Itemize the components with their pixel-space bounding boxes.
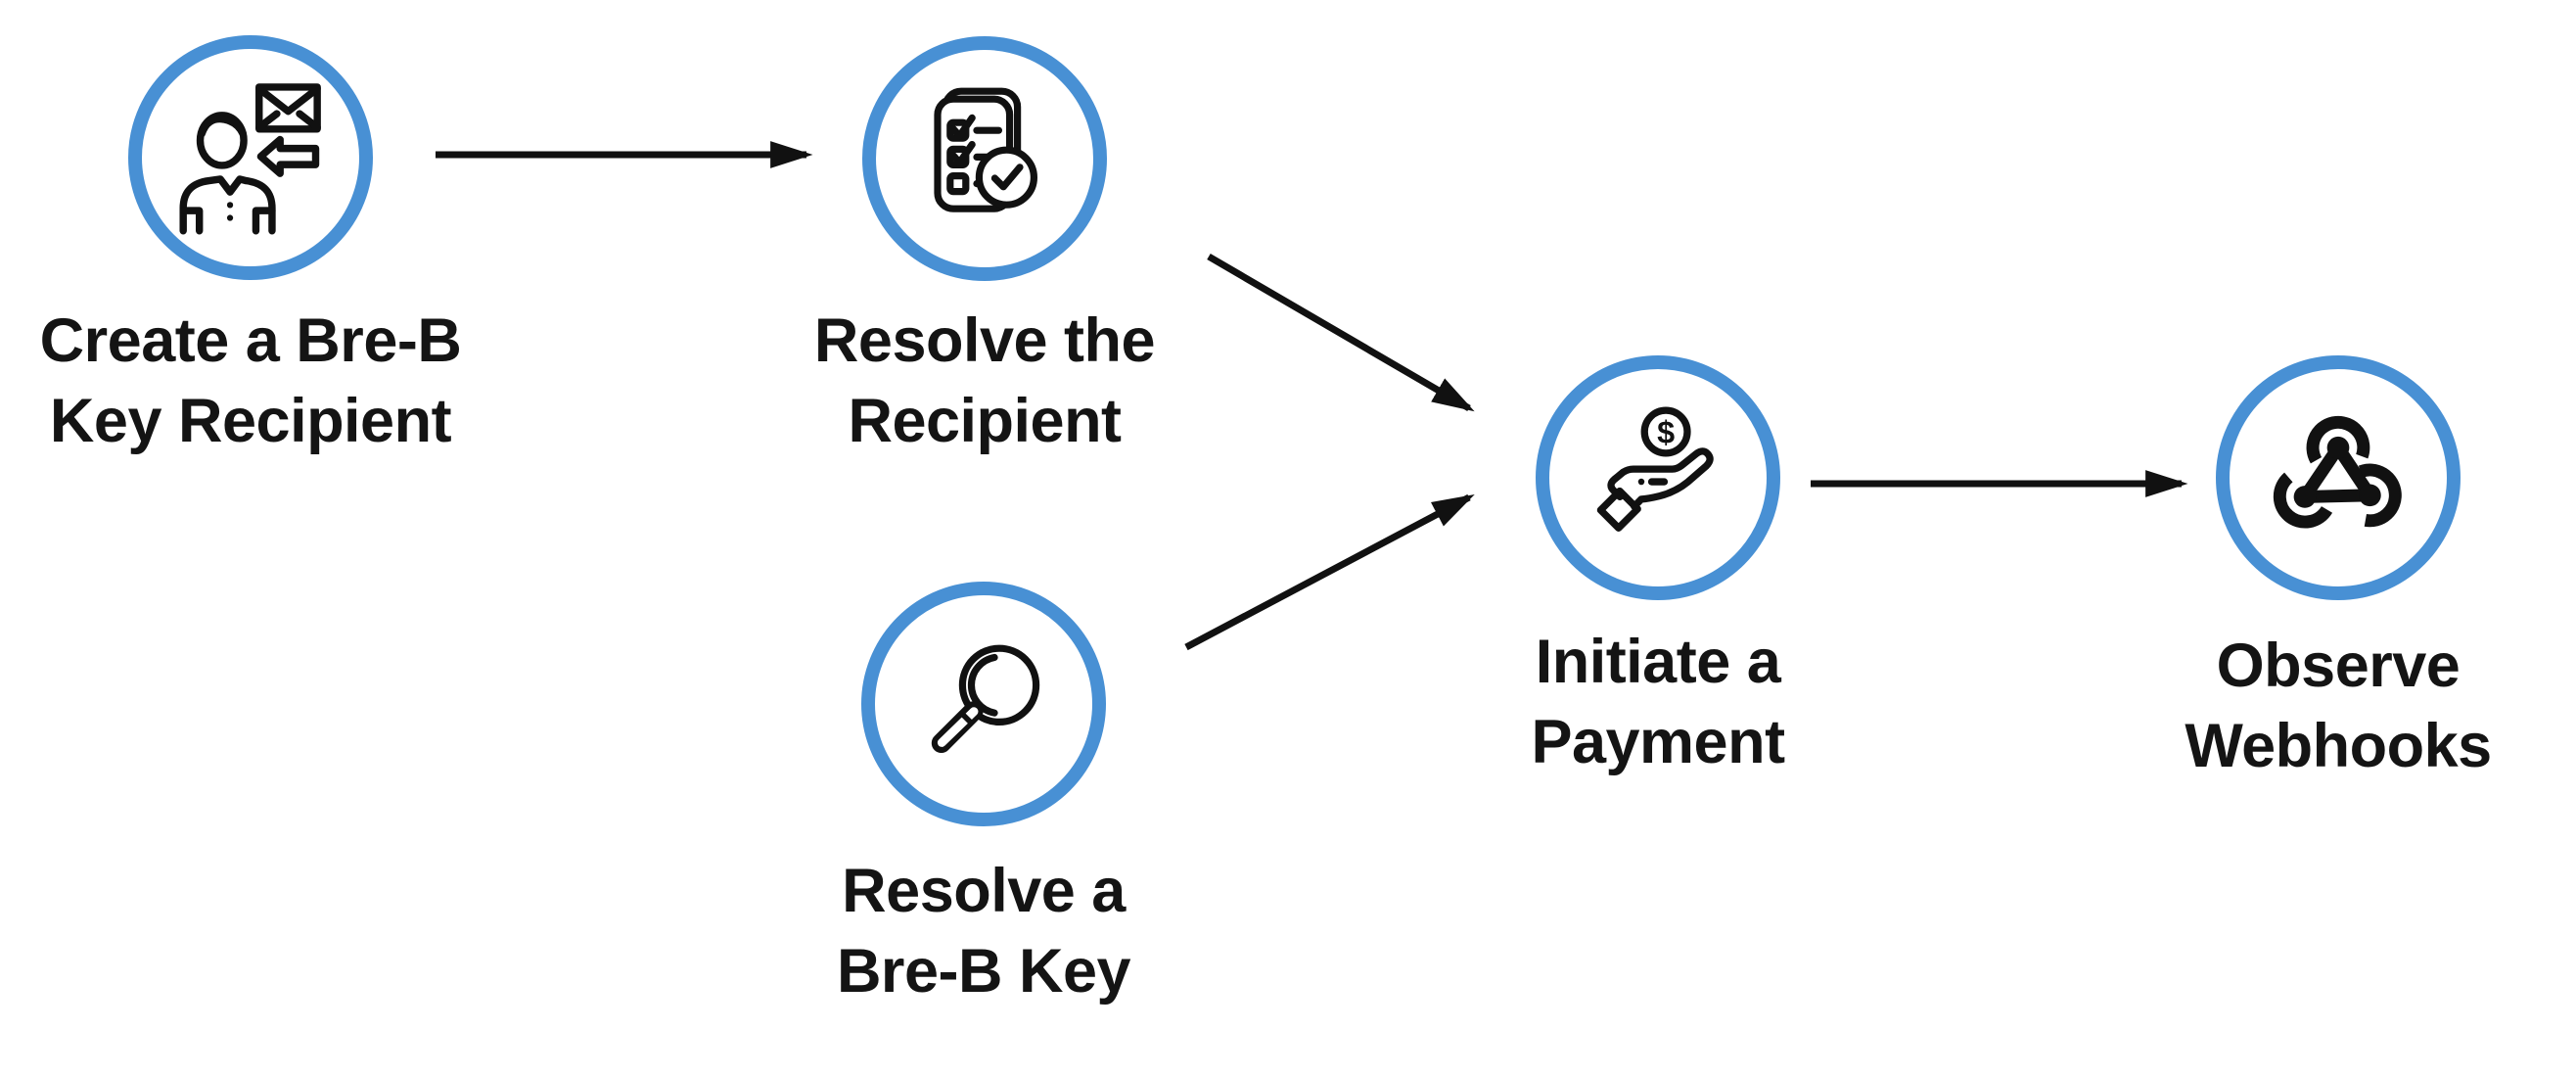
label-line: Observe	[2216, 632, 2461, 700]
label-line: Payment	[1531, 708, 1785, 776]
label-create-breb-key-recipient: Create a Bre-B Key Recipient	[0, 301, 544, 461]
user-envelope-icon	[178, 82, 321, 234]
node-create-breb-key-recipient	[128, 35, 373, 280]
label-observe-webhooks: Observe Webhooks	[2045, 626, 2576, 786]
label-resolve-the-recipient: Resolve the Recipient	[691, 301, 1278, 461]
label-line: Key Recipient	[49, 387, 452, 455]
checklist-check-icon	[934, 87, 1037, 212]
label-line: Recipient	[848, 387, 1122, 455]
label-line: Webhooks	[2185, 712, 2492, 780]
label-line: Create a Bre-B	[39, 306, 462, 375]
label-line: Bre-B Key	[836, 937, 1131, 1006]
node-resolve-a-breb-key	[861, 582, 1106, 826]
label-line: Resolve a	[842, 857, 1126, 925]
webhook-icon	[2273, 415, 2402, 529]
hand-coin-icon: $	[1596, 406, 1714, 532]
node-observe-webhooks	[2216, 355, 2461, 600]
arrow-resolve-key-to-payment	[1184, 493, 1475, 651]
node-initiate-a-payment: $	[1536, 355, 1780, 600]
label-line: Initiate a	[1535, 628, 1781, 696]
label-initiate-a-payment: Initiate a Payment	[1364, 622, 1952, 782]
arrow-resolve-recipient-to-payment	[1207, 253, 1475, 412]
dollar-sign: $	[1657, 414, 1675, 449]
label-line: Resolve the	[813, 306, 1156, 375]
node-resolve-the-recipient	[862, 36, 1107, 281]
label-resolve-a-breb-key: Resolve a Bre-B Key	[690, 851, 1277, 1011]
magnifier-icon	[931, 644, 1040, 753]
